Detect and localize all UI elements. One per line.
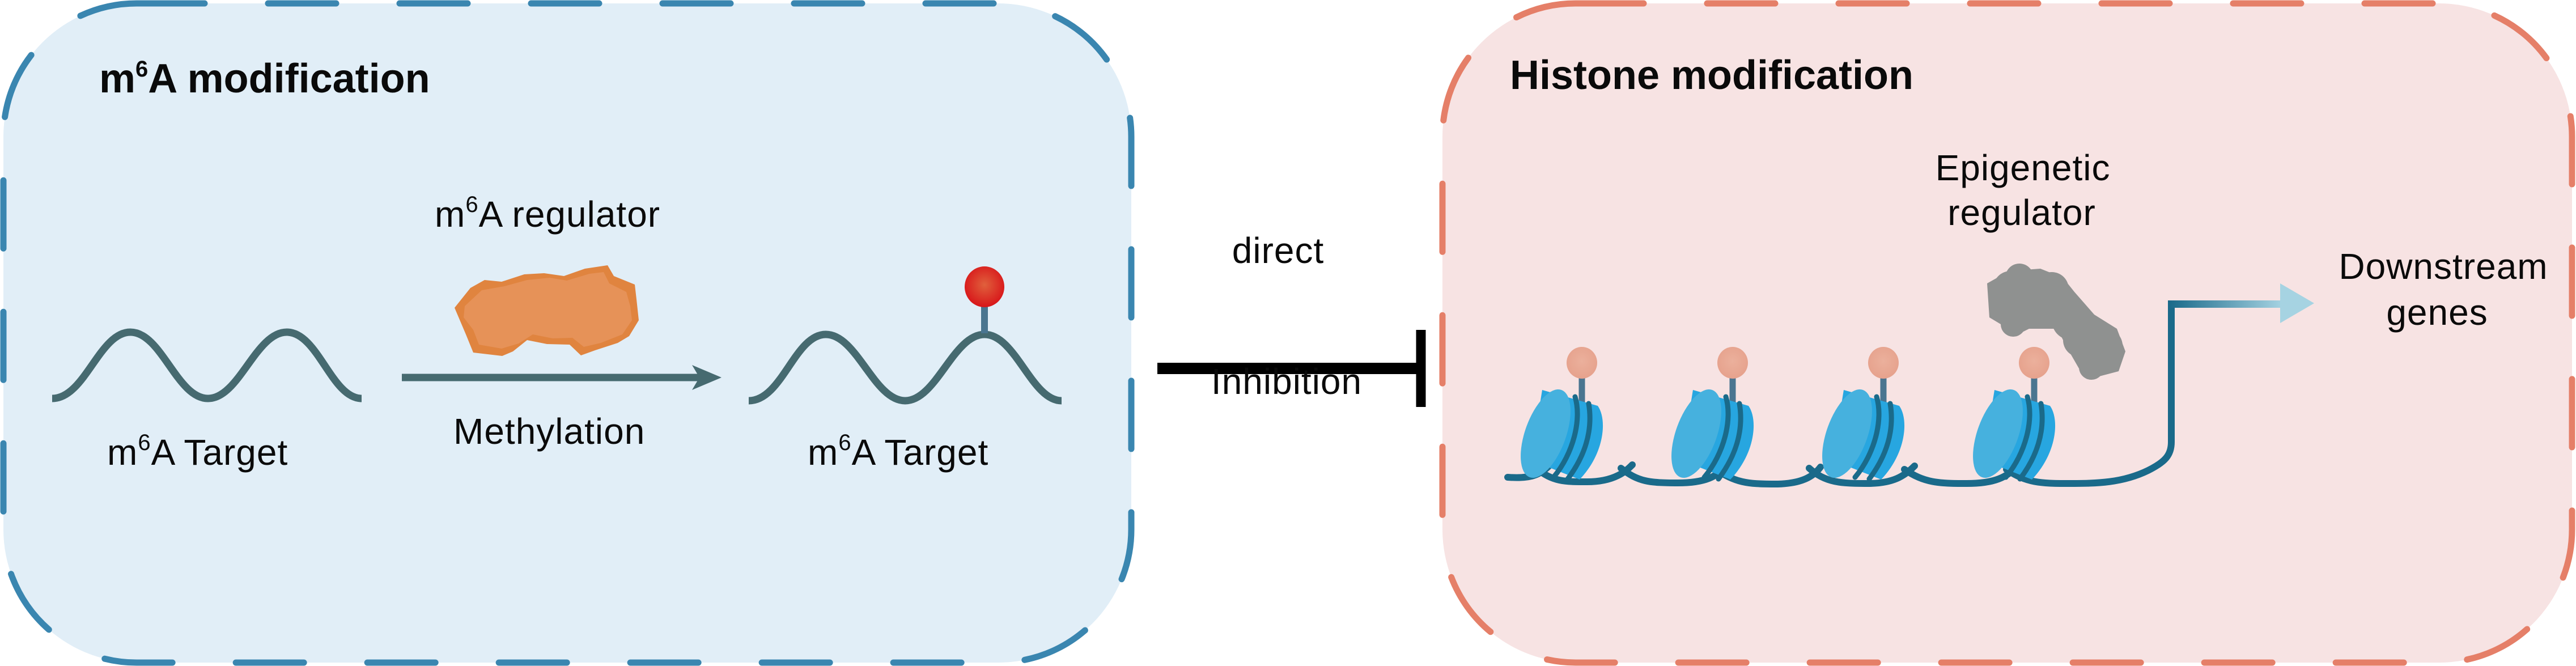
histone-mark-icon — [1717, 347, 1748, 379]
histone-mark-icon — [2019, 347, 2049, 379]
m6a-regulator-protein-icon — [455, 265, 639, 356]
nucleosome-icon — [1822, 347, 1905, 482]
downstream-genes-label-line1: Downstream — [2339, 246, 2548, 287]
nucleosome-face — [1671, 389, 1721, 478]
epigenetic-regulator-label-line1: Epigenetic — [1936, 147, 2111, 188]
m6a-target-label-left: m6A Target — [107, 430, 288, 473]
nucleosome-icon — [1973, 347, 2056, 482]
nucleosome-icon — [1521, 347, 1603, 482]
downstream-genes-label-line2: genes — [2386, 292, 2488, 333]
direct-inhibition-link: direct Inhibition — [1157, 230, 1426, 407]
nucleosome-face — [1822, 389, 1872, 478]
histone-mark-icon — [1567, 347, 1597, 379]
methyl-mark-icon — [965, 266, 1004, 307]
methylation-label: Methylation — [453, 411, 645, 452]
methylation-arrow-icon — [402, 365, 722, 390]
m6a-target-rna-strand-methylated — [748, 330, 1062, 405]
histone-panel-title: Histone modification — [1510, 53, 1913, 98]
epigenetic-regulator-protein-icon — [1987, 264, 2125, 380]
histone-modification-panel: Histone modification Epigenetic regulato… — [1439, 0, 2575, 666]
link-label-inhibition: Inhibition — [1211, 361, 1362, 402]
dna-wrap — [2003, 394, 2032, 480]
link-label-direct: direct — [1232, 230, 1325, 271]
nucleosome-array — [1521, 347, 2056, 482]
m6a-target-rna-strand-unmodified — [52, 328, 362, 402]
nucleosome-face — [1973, 389, 2023, 478]
m6a-regulator-label: m6A regulator — [435, 192, 660, 235]
dna-wrap — [1565, 401, 1593, 482]
m6a-modification-panel: m6A modification m6A regulator m6A Targe… — [0, 0, 1135, 666]
nucleosome-icon — [1671, 347, 1754, 482]
dna-wrap — [1866, 401, 1894, 482]
dna-wrap — [2017, 401, 2045, 482]
dna-wrap — [1551, 394, 1580, 480]
m6a-panel-title: m6A modification — [99, 56, 430, 101]
dna-wrap — [1716, 401, 1743, 482]
epigenetic-regulator-label-line2: regulator — [1947, 192, 2096, 233]
downstream-genes-arrow-icon — [2170, 283, 2314, 323]
dna-wrap — [1852, 394, 1882, 480]
dna-wrap — [1701, 394, 1731, 480]
m6a-target-label-right: m6A Target — [808, 430, 988, 473]
nucleosome-face — [1521, 389, 1571, 478]
histone-mark-icon — [1868, 347, 1899, 379]
